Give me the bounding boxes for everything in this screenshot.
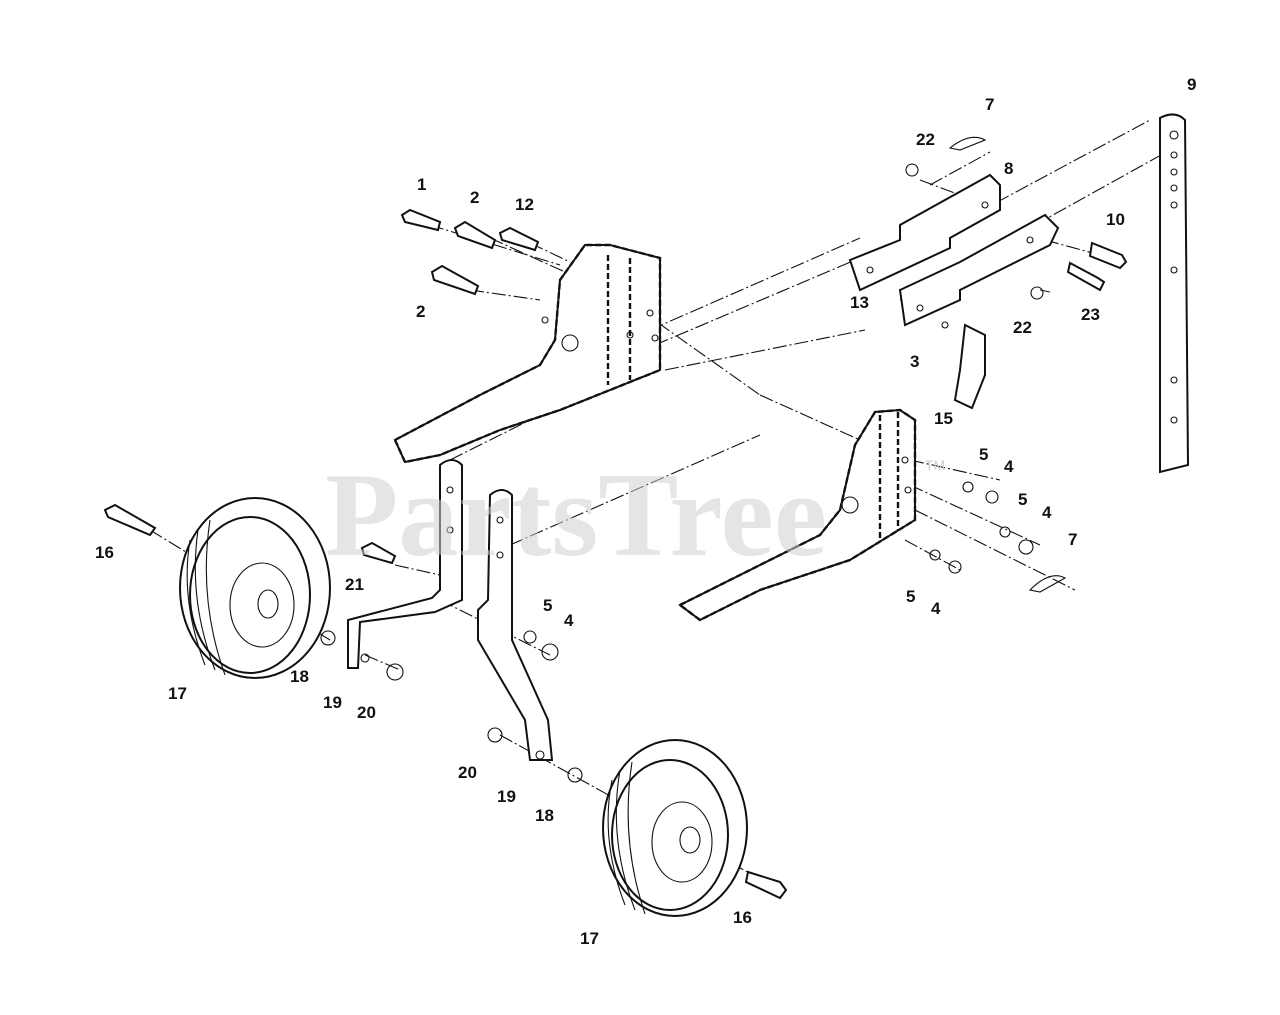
callout-5: 5 [979,445,988,464]
callout-23: 23 [1081,305,1100,324]
callout-4: 4 [931,599,941,618]
callout-4: 4 [1004,457,1014,476]
hardware-right [905,136,1128,593]
callout-4: 4 [564,611,574,630]
callout-19: 19 [323,693,342,712]
watermark: PartsTree TM [325,448,945,581]
callout-15: 15 [934,409,953,428]
depth-bar-arms [848,173,1060,327]
watermark-trademark: TM [925,457,945,473]
callout-12: 12 [515,195,534,214]
callout-21: 21 [345,575,364,594]
callout-1: 1 [417,175,426,194]
callout-13: 13 [850,293,869,312]
small-hardware-left [320,630,583,783]
bolts-top-left [400,208,540,296]
wheel-left [103,497,331,679]
callout-19: 19 [497,787,516,806]
callout-22: 22 [1013,318,1032,337]
callout-16: 16 [95,543,114,562]
callout-5: 5 [906,587,915,606]
callout-8: 8 [1004,159,1013,178]
callout-22: 22 [916,130,935,149]
callout-5: 5 [543,596,552,615]
wheel-brackets [347,459,554,761]
callout-18: 18 [290,667,309,686]
callout-2: 2 [470,188,479,207]
watermark-text: PartsTree [325,448,827,581]
left-frame-plate [393,243,662,464]
callout-17: 17 [580,929,599,948]
callout-9: 9 [1187,75,1196,94]
callout-5: 5 [1018,490,1027,509]
callout-17: 17 [168,684,187,703]
callout-7: 7 [1068,530,1077,549]
callout-20: 20 [357,703,376,722]
callout-7: 7 [985,95,994,114]
callout-18: 18 [535,806,554,825]
callout-20: 20 [458,763,477,782]
depth-bar [1159,113,1190,474]
wheel-right [602,739,788,917]
right-frame-plate [677,408,917,622]
callout-16: 16 [733,908,752,927]
callout-4: 4 [1042,503,1052,522]
callouts: 1 2 2 12 7 22 8 9 10 13 22 23 3 15 5 4 5… [95,75,1196,948]
callout-2: 2 [416,302,425,321]
callout-3: 3 [910,352,919,371]
callout-10: 10 [1106,210,1125,229]
